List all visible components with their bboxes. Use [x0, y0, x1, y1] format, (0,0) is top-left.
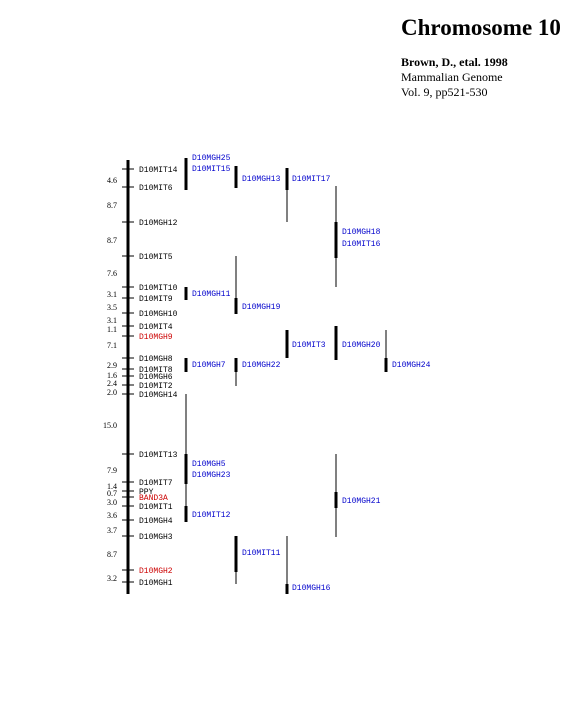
axis-marker-label: D10MGH9 — [139, 333, 173, 342]
assigned-marker-label: D10MGH24 — [392, 361, 431, 370]
axis-marker-label: D10MGH4 — [139, 517, 173, 526]
interval-distance: 3.6 — [107, 511, 117, 520]
assigned-marker-label: D10MIT11 — [242, 549, 281, 558]
assigned-marker-label: D10MIT17 — [292, 175, 331, 184]
page-title: Chromosome 10 — [401, 15, 561, 40]
interval-distance: 2.4 — [107, 379, 117, 388]
interval-distance: 0.7 — [107, 489, 117, 498]
axis-marker-label: D10MIT14 — [139, 166, 178, 175]
interval-distance: 1.4 — [107, 482, 117, 491]
interval-distance: 8.7 — [107, 550, 117, 559]
interval-distance: 1.6 — [107, 371, 117, 380]
interval-distance: 3.2 — [107, 574, 117, 583]
assigned-marker-label: D10MGH13 — [242, 175, 281, 184]
assigned-marker-label: D10MGH25 — [192, 154, 231, 163]
axis-marker-label: D10MIT7 — [139, 479, 173, 488]
axis-marker-label: D10MIT13 — [139, 451, 178, 460]
axis-marker-label: D10MGH2 — [139, 567, 173, 576]
interval-distance: 7.1 — [107, 341, 117, 350]
assigned-marker-label: D10MIT16 — [342, 240, 381, 249]
interval-distance: 3.7 — [107, 526, 117, 535]
assigned-marker-label: D10MGH16 — [292, 584, 331, 593]
assigned-marker-label: D10MGH22 — [242, 361, 281, 370]
axis-marker-label: D10MIT4 — [139, 323, 173, 332]
axis-marker-label: D10MGH1 — [139, 579, 173, 588]
axis-marker-label: D10MIT2 — [139, 382, 173, 391]
interval-distance: 2.0 — [107, 388, 117, 397]
assigned-marker-label: D10MGH7 — [192, 361, 226, 370]
reference-journal: Mammalian Genome — [401, 70, 503, 84]
assigned-marker-label: D10MGH5 — [192, 460, 226, 469]
assigned-marker-label: D10MGH18 — [342, 228, 381, 237]
reference-volume: Vol. 9, pp521-530 — [401, 85, 488, 99]
axis-marker-label: D10MIT10 — [139, 284, 178, 293]
interval-distance: 3.1 — [107, 316, 117, 325]
axis-marker-label: D10MGH8 — [139, 355, 173, 364]
assigned-marker-label: D10MGH11 — [192, 290, 231, 299]
axis-marker-label: BAND3A — [139, 494, 168, 503]
interval-distance: 8.7 — [107, 236, 117, 245]
assigned-marker-label: D10MGH19 — [242, 303, 281, 312]
assigned-marker-label: D10MIT3 — [292, 341, 326, 350]
axis-marker-label: D10MIT5 — [139, 253, 173, 262]
interval-distance: 15.0 — [103, 421, 117, 430]
interval-distance: 3.1 — [107, 290, 117, 299]
assigned-marker-label: D10MGH20 — [342, 341, 381, 350]
axis-marker-label: D10MIT8 — [139, 366, 173, 375]
axis-marker-label: D10MGH6 — [139, 373, 173, 382]
axis-marker-label: D10MGH12 — [139, 219, 178, 228]
interval-distance: 3.5 — [107, 303, 117, 312]
axis-marker-label: D10MIT1 — [139, 503, 173, 512]
axis-marker-label: D10MGH3 — [139, 533, 173, 542]
interval-distance: 8.7 — [107, 201, 117, 210]
assigned-marker-label: D10MIT12 — [192, 511, 231, 520]
assigned-marker-label: D10MGH23 — [192, 471, 231, 480]
axis-marker-label: D10MIT6 — [139, 184, 173, 193]
interval-distance: 7.6 — [107, 269, 117, 278]
interval-distance: 3.0 — [107, 498, 117, 507]
assigned-marker-label: D10MGH21 — [342, 497, 381, 506]
interval-distance: 4.6 — [107, 176, 117, 185]
axis-marker-label: D10MIT9 — [139, 295, 173, 304]
interval-distance: 1.1 — [107, 325, 117, 334]
reference-author: Brown, D., etal. 1998 — [401, 55, 508, 69]
axis-marker-label: D10MGH10 — [139, 310, 178, 319]
assigned-marker-label: D10MIT15 — [192, 165, 231, 174]
interval-distance: 7.9 — [107, 466, 117, 475]
interval-distance: 2.9 — [107, 361, 117, 370]
axis-marker-label: PPY — [139, 488, 154, 497]
axis-marker-label: D10MGH14 — [139, 391, 178, 400]
